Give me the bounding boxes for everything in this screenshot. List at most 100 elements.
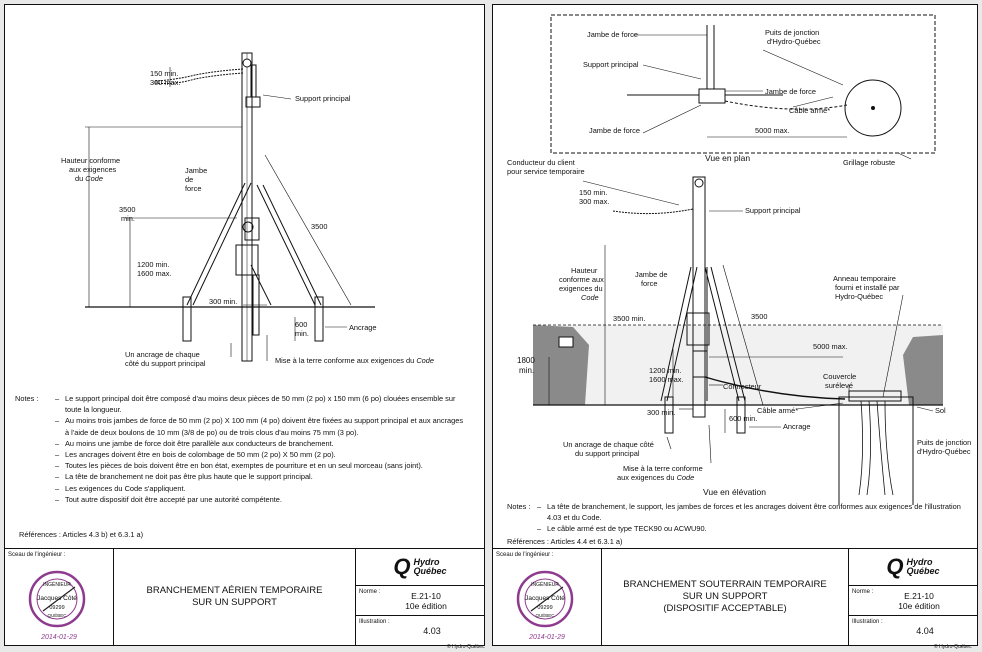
dim-300-min: 300 min. bbox=[209, 297, 237, 306]
label-puits-side-1: Puits de jonction bbox=[917, 438, 971, 447]
drawing-sheet-4-04: Jambe de force Support principal Jambe d… bbox=[492, 4, 978, 646]
dim-3500-min: 3500 min. bbox=[613, 314, 645, 323]
engineer-seal-cell: Sceau de l'ingénieur : INGÉNIEUR Jacques… bbox=[5, 549, 114, 645]
label-support-principal: Support principal bbox=[295, 94, 351, 103]
plan-label-puits-1: Puits de jonction bbox=[765, 28, 819, 37]
label-jambe-3: force bbox=[185, 184, 201, 193]
note-item: Au moins trois jambes de force de 50 mm … bbox=[65, 416, 464, 437]
label-hauteur-1: Hauteur conforme bbox=[61, 156, 120, 165]
dim-1200-min: 1200 min. bbox=[137, 260, 169, 269]
meter-box bbox=[235, 244, 259, 276]
engineer-seal-cell: Sceau de l'ingénieur : INGÉNIEUR Jacques… bbox=[493, 549, 602, 645]
seal-bottom-text: QUÉBEC bbox=[47, 612, 67, 618]
seal-label: Sceau de l'ingénieur : bbox=[8, 552, 66, 558]
seal-top-text: INGÉNIEUR bbox=[43, 581, 71, 588]
centre-brace bbox=[250, 264, 272, 306]
label-hauteur-2: aux exigences bbox=[69, 165, 117, 174]
title-line-1: BRANCHEMENT AÉRIEN TEMPORAIRE bbox=[146, 585, 323, 596]
dim-5000-elevation: 5000 max. bbox=[813, 342, 848, 351]
note-item: Le support principal doit être composé d… bbox=[65, 394, 456, 415]
logo-hydro: Hydro bbox=[413, 557, 440, 567]
notes-block: Notes :–Le support principal doit être c… bbox=[15, 394, 464, 504]
seal-date: 2014-01-29 bbox=[529, 634, 565, 641]
illustration-label: Illustration : bbox=[852, 619, 883, 625]
label-conducteur-2: pour service temporaire bbox=[507, 167, 585, 176]
references: Références : Articles 4.4 et 6.3.1 a) bbox=[507, 537, 623, 546]
dim-300-max: 300 max. bbox=[579, 197, 609, 206]
section-junction-well bbox=[838, 396, 914, 505]
label-couvercle-2: surélevé bbox=[825, 381, 853, 390]
right-anchor bbox=[314, 296, 324, 342]
plan-dim-5000: 5000 max. bbox=[755, 126, 790, 135]
seal-number: 09299 bbox=[49, 605, 64, 611]
dim-1800: 1800 bbox=[517, 356, 535, 365]
label-cable-arme: Câble armé* bbox=[757, 406, 798, 415]
note-item: Le câble armé est de type TECK90 ou ACWU… bbox=[547, 524, 707, 534]
seal-name: Jacques Côté bbox=[37, 595, 77, 602]
label-conducteur-1: Conducteur du client bbox=[507, 158, 575, 167]
plan-label-jambe-force-bottom: Jambe de force bbox=[589, 126, 640, 135]
notes-label: Notes : bbox=[507, 502, 531, 511]
label-hauteur-code: Code bbox=[581, 293, 599, 302]
plan-label-jambe-force-top: Jambe de force bbox=[587, 30, 638, 39]
label-ancrage: Ancrage bbox=[349, 323, 377, 332]
dim-3500: 3500 bbox=[119, 205, 135, 214]
illustration-label: Illustration : bbox=[359, 619, 390, 625]
plan-label-grillage: Grillage robuste bbox=[843, 158, 895, 167]
label-sol: Sol bbox=[935, 406, 946, 415]
seal-number: 09299 bbox=[537, 605, 552, 611]
title-line-2: SUR UN SUPPORT bbox=[192, 597, 277, 608]
label-anneau-3: Hydro-Québec bbox=[835, 292, 883, 301]
label-connecteur: Connecteur bbox=[723, 382, 762, 391]
label-jambe-2: force bbox=[641, 279, 657, 288]
label-ancrage-chaque-2: côté du support principal bbox=[125, 359, 206, 368]
title-block: Sceau de l'ingénieur : INGÉNIEUR Jacques… bbox=[5, 548, 484, 645]
notes-label: Notes : bbox=[15, 394, 39, 403]
dim-300-min: 300 min. bbox=[647, 408, 675, 417]
seal-name: Jacques Côté bbox=[525, 595, 565, 602]
left-anchor bbox=[182, 296, 192, 342]
label-mise-terre-2: aux exigences du Code bbox=[617, 473, 694, 482]
note-item: Les exigences du Code s'appliquent. bbox=[65, 483, 186, 493]
norme-value: E.21-10 bbox=[904, 591, 934, 601]
label-ancrage-chaque-1: Un ancrage de chaque bbox=[125, 350, 200, 359]
norme-label: Norme : bbox=[852, 589, 874, 595]
label-hauteur-1: Hauteur bbox=[571, 266, 598, 275]
edition: 10e édition bbox=[898, 601, 940, 611]
logo-quebec: Québec bbox=[906, 566, 940, 576]
left-brace bbox=[186, 182, 246, 306]
dim-3500-min: min. bbox=[121, 214, 135, 223]
plan-label-support-principal: Support principal bbox=[583, 60, 639, 69]
fence-zone bbox=[533, 325, 943, 405]
drawing-title: BRANCHEMENT AÉRIEN TEMPORAIRE SUR UN SUP… bbox=[114, 549, 356, 645]
dim-3500-diagonal: 3500 bbox=[311, 222, 327, 231]
illustration-cell: Illustration : 4.04 bbox=[849, 616, 977, 645]
logo-quebec: Québec bbox=[413, 566, 447, 576]
view-title-elevation: Vue en élévation bbox=[703, 487, 766, 497]
label-mise-terre: Mise à la terre conforme aux exigences d… bbox=[275, 356, 434, 365]
plan-label-puits-2: d'Hydro-Québec bbox=[767, 37, 821, 46]
references: Références : Articles 4.3 b) et 6.3.1 a) bbox=[19, 530, 144, 539]
label-hauteur-2: conforme aux bbox=[559, 275, 604, 284]
drawing-sheet-4-03: Support principal 150 min. 300 max. Haut… bbox=[4, 4, 485, 646]
dim-600: 600 bbox=[295, 320, 307, 329]
note-item: Les ancrages doivent être en bois de col… bbox=[65, 450, 336, 460]
label-couvercle-1: Couvercle bbox=[823, 372, 856, 381]
dim-1600-max: 1600 max. bbox=[137, 269, 172, 278]
engineer-seal-stamp: INGÉNIEUR Jacques Côté 09299 QUÉBEC bbox=[516, 570, 574, 628]
note-item: Au moins une jambe de force doit être pa… bbox=[65, 438, 334, 448]
title-line-3: (DISPOSITIF ACCEPTABLE) bbox=[663, 603, 787, 614]
title-block: Sceau de l'ingénieur : INGÉNIEUR Jacques… bbox=[493, 548, 977, 645]
seal-label: Sceau de l'ingénieur : bbox=[496, 552, 554, 558]
label-jambe-1: Jambe bbox=[185, 166, 207, 175]
drawing-title: BRANCHEMENT SOUTERRAIN TEMPORAIRE SUR UN… bbox=[602, 549, 849, 645]
elevation-meter-box bbox=[686, 312, 710, 346]
dim-150-min: 150 min. bbox=[150, 69, 178, 78]
plan-label-cable-arme: Câble armé* bbox=[789, 106, 830, 115]
note-item: La tête de branchement ne doit pas être … bbox=[65, 472, 313, 482]
norme-label: Norme : bbox=[359, 589, 381, 595]
